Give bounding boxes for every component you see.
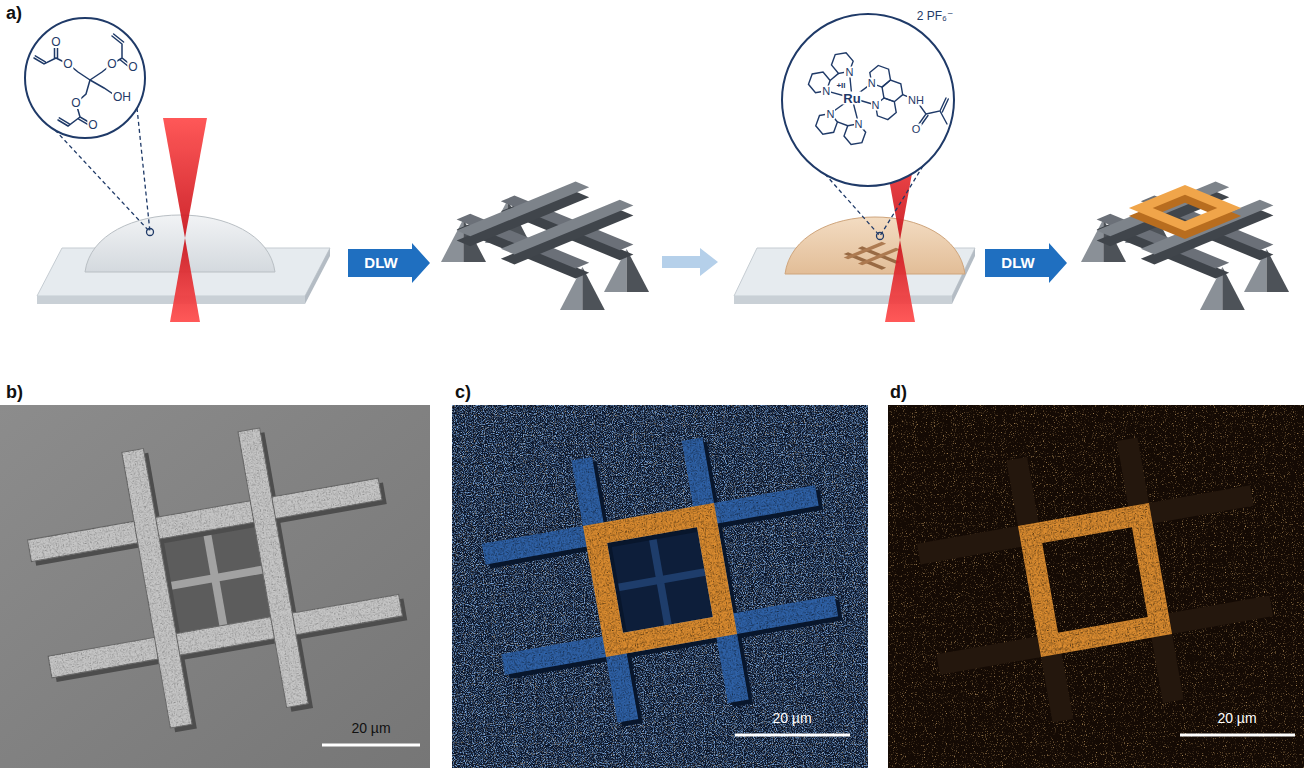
embedded-structure bbox=[844, 242, 901, 270]
resin-droplet bbox=[85, 215, 275, 272]
scale-bar bbox=[735, 734, 850, 737]
arrow-label: DLW bbox=[364, 255, 397, 272]
atom-label: N bbox=[871, 100, 881, 111]
zoom-circle bbox=[782, 14, 954, 186]
woodpile-structure bbox=[441, 182, 649, 310]
block-arrow-fill bbox=[985, 243, 1067, 283]
step-arrow bbox=[662, 248, 718, 276]
arrow-label: DLW bbox=[1001, 255, 1034, 272]
atom-label: N bbox=[844, 66, 854, 77]
atom-label: NH bbox=[907, 95, 925, 106]
fluorescent-ring bbox=[905, 420, 1284, 741]
oxidation-state: +II bbox=[836, 82, 845, 90]
atom-label: O bbox=[106, 58, 117, 70]
atom-label: O bbox=[62, 58, 73, 70]
atom-label: OH bbox=[112, 91, 132, 103]
atom-label: N bbox=[825, 108, 835, 119]
triacrylate-structure bbox=[34, 34, 132, 126]
block-arrow-fill bbox=[348, 243, 430, 283]
fluorescence-image bbox=[888, 405, 1304, 768]
laser-beam bbox=[163, 118, 207, 322]
counterion-label: 2 PF₆⁻ bbox=[917, 10, 954, 22]
scale-bar bbox=[322, 744, 420, 747]
panel-label: c) bbox=[455, 383, 471, 401]
atom-label: N bbox=[821, 85, 831, 96]
ruthenium-complex-structure bbox=[805, 49, 907, 148]
process-arrow: DLW bbox=[348, 243, 430, 283]
atom-label: O bbox=[50, 36, 61, 48]
metal-label: Ru bbox=[842, 92, 861, 105]
zoom-point bbox=[147, 229, 154, 236]
panel-label: d) bbox=[890, 383, 907, 401]
ruthenium-resin-droplet bbox=[785, 217, 965, 274]
fluorescence-image bbox=[452, 405, 868, 768]
atom-label: O bbox=[911, 124, 922, 135]
sem-image bbox=[0, 405, 430, 768]
woodpile-with-ring bbox=[1081, 182, 1289, 310]
sem-structure bbox=[15, 409, 419, 752]
panel-label: a) bbox=[6, 4, 22, 22]
methacrylamide-group bbox=[903, 95, 949, 130]
atom-label: N bbox=[867, 78, 877, 89]
background-noise bbox=[452, 405, 868, 768]
atom-label: O bbox=[127, 61, 138, 73]
scale-bar-label: 20 µm bbox=[1217, 711, 1256, 725]
scale-bar bbox=[1180, 734, 1295, 737]
atom-label: N bbox=[854, 118, 864, 129]
zoom-point bbox=[877, 233, 884, 240]
scale-bar-label: 20 µm bbox=[351, 721, 390, 735]
atom-label: O bbox=[70, 97, 81, 109]
panel-label: b) bbox=[6, 383, 23, 401]
background-noise bbox=[452, 405, 868, 768]
atom-label: O bbox=[87, 119, 98, 131]
background-noise bbox=[888, 405, 1304, 768]
fluorescent-structure bbox=[470, 419, 854, 745]
zoom-circle bbox=[25, 18, 145, 138]
process-arrow: DLW bbox=[985, 243, 1067, 283]
scale-bar-label: 20 µm bbox=[772, 711, 811, 725]
